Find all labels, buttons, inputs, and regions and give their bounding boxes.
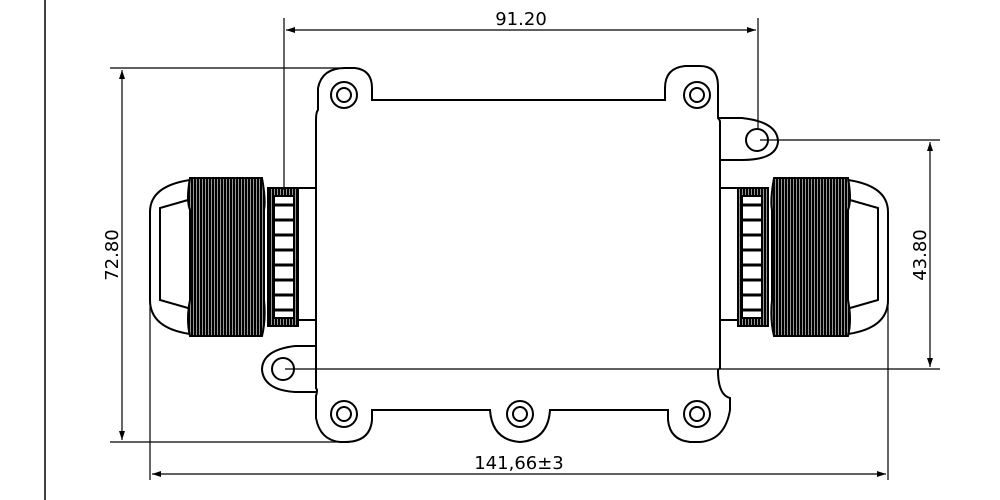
- dimension-left-height: [110, 67, 340, 443]
- cable-gland-right: [719, 177, 889, 337]
- cable-gland-left: [149, 177, 317, 337]
- dimension-overall-length: [149, 300, 889, 480]
- screw-holes: [330, 81, 711, 428]
- enclosure-body: [315, 65, 731, 444]
- dimension-label-left-height: 72.80: [102, 229, 123, 281]
- dimension-label-overall-length: 141,66±3: [474, 453, 564, 474]
- mounting-ear-right: [718, 117, 780, 161]
- dimension-right-height: [285, 139, 940, 370]
- dimension-label-top-width: 91.20: [495, 9, 547, 30]
- dimension-top-width: [283, 18, 759, 190]
- dimension-label-right-height: 43.80: [910, 229, 931, 281]
